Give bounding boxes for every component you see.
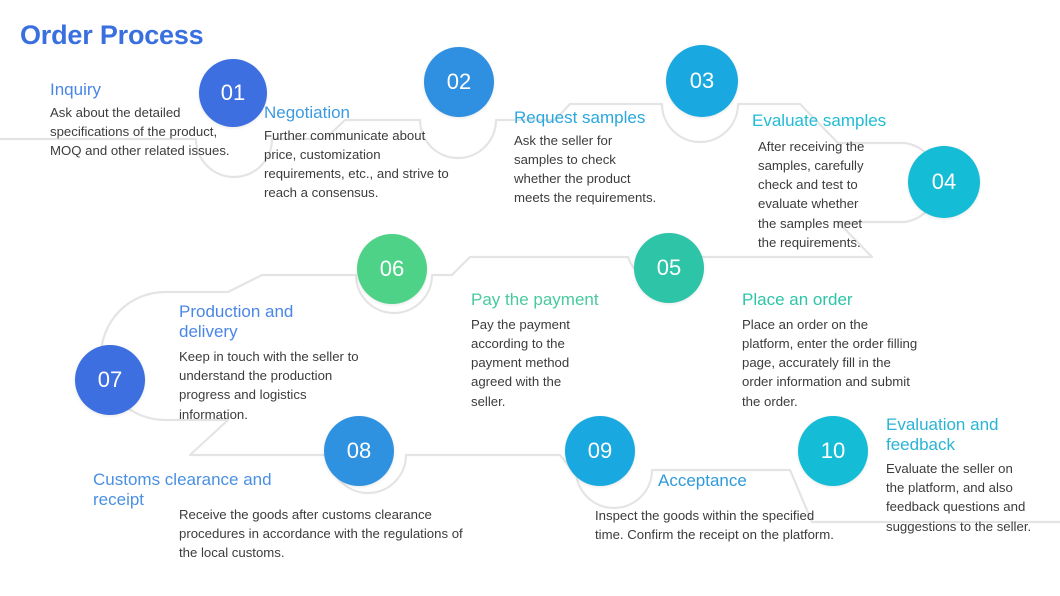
- step-heading-customs-clearance-and-receipt: Customs clearance and receipt: [93, 470, 272, 510]
- step-heading-pay-the-payment: Pay the payment: [471, 290, 599, 309]
- step-number-09: 09: [587, 438, 613, 463]
- step-block-production-and-delivery: Production and delivery Keep in touch wi…: [179, 302, 359, 424]
- step-block-evaluation-and-feedback: Evaluation and feedback Evaluate the sel…: [886, 415, 1046, 536]
- step-number-10: 10: [820, 438, 846, 463]
- step-heading-request-samples: Request samples: [514, 108, 646, 127]
- step-circle-05[interactable]: 05: [634, 233, 704, 303]
- step-circle-04[interactable]: 04: [908, 146, 980, 218]
- step-block-inquiry: Inquiry Ask about the detailed specifica…: [50, 80, 230, 160]
- step-block-evaluate-samples: Evaluate samples After receiving the sam…: [752, 111, 922, 252]
- step-heading-evaluation-and-feedback: Evaluation and feedback: [886, 415, 999, 455]
- step-heading-place-an-order: Place an order: [742, 290, 853, 309]
- step-heading-inquiry: Inquiry: [50, 80, 102, 99]
- step-block-acceptance: Acceptance: [658, 471, 818, 494]
- step-body-inquiry: Ask about the detailed specifications of…: [50, 105, 230, 159]
- step-heading-evaluate-samples: Evaluate samples: [752, 111, 887, 130]
- step-number-07: 07: [97, 367, 123, 392]
- step-number-02: 02: [446, 69, 472, 94]
- step-circle-08[interactable]: 08: [324, 416, 394, 486]
- step-number-06: 06: [379, 256, 405, 281]
- step-block-negotiation: Negotiation Further communicate about pr…: [264, 103, 449, 203]
- step-body-request-samples: Ask the seller for samples to check whet…: [514, 133, 657, 206]
- step-circle-09[interactable]: 09: [565, 416, 635, 486]
- step-block-pay-the-payment: Pay the payment Pay the payment accordin…: [471, 290, 631, 411]
- step-body-evaluate-samples: After receiving the samples, carefully c…: [758, 139, 865, 250]
- step-heading-production-and-delivery: Production and delivery: [179, 302, 294, 342]
- step-block-place-an-order: Place an order Place an order on the pla…: [742, 290, 927, 411]
- step-number-04: 04: [931, 169, 957, 194]
- step-body-customs-clearance-and-receipt: Receive the goods after customs clearanc…: [179, 507, 463, 561]
- step-circle-01[interactable]: 01: [199, 59, 267, 127]
- step-body-production-and-delivery: Keep in touch with the seller to underst…: [179, 349, 359, 422]
- step-number-08: 08: [346, 438, 372, 463]
- page-title: Order Process: [20, 20, 204, 50]
- step-number-05: 05: [656, 255, 682, 280]
- step-number-01: 01: [220, 80, 246, 105]
- step-body-pay-the-payment: Pay the payment according to the payment…: [471, 317, 570, 409]
- step-body-acceptance: Inspect the goods within the specified t…: [595, 508, 834, 543]
- step-number-03: 03: [689, 68, 715, 93]
- step-body-negotiation: Further communicate about price, customi…: [264, 128, 449, 201]
- step-circle-02[interactable]: 02: [424, 47, 494, 117]
- step-circle-07[interactable]: 07: [75, 345, 145, 415]
- step-circle-10[interactable]: 10: [798, 416, 868, 486]
- step-block-customs-clearance-and-receipt: Customs clearance and receipt: [93, 470, 298, 513]
- step-heading-negotiation: Negotiation: [264, 103, 351, 122]
- step-circle-03[interactable]: 03: [666, 45, 738, 117]
- step-body-place-an-order: Place an order on the platform, enter th…: [742, 317, 918, 409]
- step-body-evaluation-and-feedback: Evaluate the seller on the platform, and…: [886, 461, 1032, 534]
- step-heading-acceptance: Acceptance: [658, 471, 747, 490]
- step-circle-06[interactable]: 06: [357, 234, 427, 304]
- step-block-request-samples: Request samples Ask the seller for sampl…: [514, 108, 689, 208]
